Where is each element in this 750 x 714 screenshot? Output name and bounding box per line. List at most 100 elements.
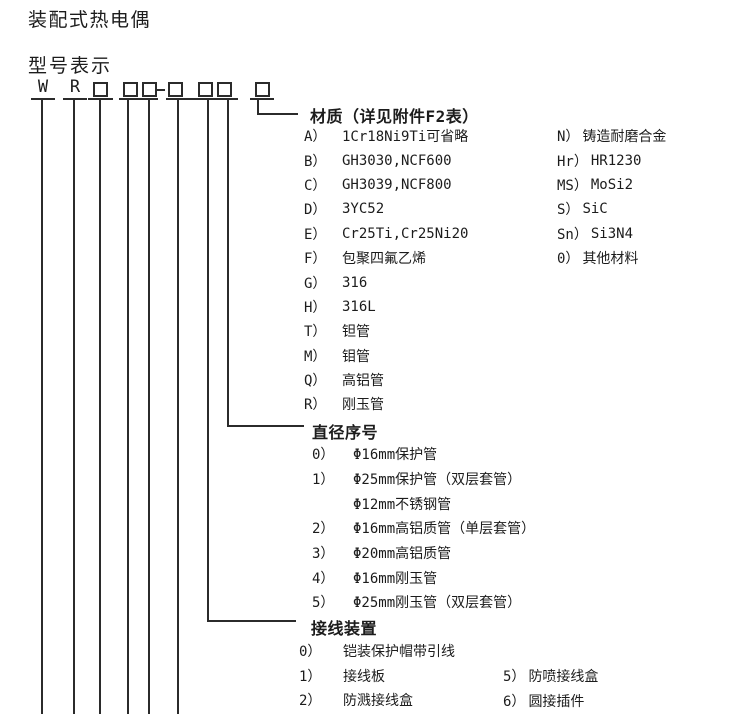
item-code: Q） [304,373,327,390]
list-item: 0）铠装保护帽带引线 [299,639,455,664]
list-item: S）SiC [557,197,666,221]
item-code: Hr） [557,153,588,170]
list-item: Hr）HR1230 [557,148,666,172]
item-value: Φ16mm保护管 [353,447,438,464]
model-box [168,82,183,97]
connector-line-material-horizontal [257,113,298,115]
item-value: 刚玉管 [342,397,384,414]
item-value: Φ25mm刚玉管（双层套管） [353,595,522,612]
item-value: 包聚四氟乙烯 [342,251,426,268]
item-code: 0） [299,644,322,661]
doc-title: 装配式热电偶 [28,9,152,31]
item-value: 3YC52 [342,201,385,218]
list-item: C） GH3039,NCF800 [304,173,468,197]
material-left-list: A） 1Cr18Ni9Ti可省略 B） GH3030,NCF600 C） GH3039… [304,124,468,417]
item-code: Sn） [557,226,588,243]
item-value: 铸造耐磨合金 [582,129,667,146]
leader-line-5 [148,99,150,714]
item-code: 0） [312,447,335,464]
list-item: G）316 [304,270,468,294]
item-code: 4） [312,570,335,587]
item-code: F） [304,251,327,268]
item-value: Φ16mm刚玉管 [353,570,438,587]
item-code: C） [304,177,327,194]
item-value: MoSi2 [590,176,634,193]
connector-line-diameter [227,99,229,427]
item-value: HR1230 [590,152,642,169]
model-letter-w: W [31,77,55,100]
item-code: D） [304,202,327,219]
list-item: Φ12mm不锈钢管 [312,491,535,516]
item-value: 其他材料 [582,251,639,268]
item-code: 2） [312,521,335,538]
list-item: 0） Φ16mm保护管 [312,442,535,467]
connector-line-diameter-horizontal [227,425,304,427]
item-code: E） [304,226,327,243]
diameter-list: 0） Φ16mm保护管 1）Φ25mm保护管（双层套管） Φ12mm不锈钢管 2）… [312,442,535,615]
item-code: MS） [557,177,588,194]
list-item: 2） Φ16mm高铝质管（单层套管） [312,516,535,541]
list-item: 5） Φ25mm刚玉管（双层套管） [312,590,535,615]
model-box [217,82,232,97]
item-code: S） [557,202,580,219]
item-value: 钽管 [342,324,370,341]
item-value: Φ20mm高铝质管 [353,546,452,563]
list-item: 1）Φ25mm保护管（双层套管） [312,467,535,492]
item-value: 316 [342,274,368,291]
model-box [123,82,138,97]
model-box-group-element [119,77,158,100]
item-code: A） [304,129,327,146]
item-code: 6） [503,693,526,710]
item-value: Φ12mm不锈钢管 [353,496,452,513]
item-value: Si3N4 [590,225,634,242]
list-item: 5）防喷接线盒 [503,664,598,689]
material-right-list: N）铸造耐磨合金 Hr）HR1230 MS）MoSi2 S）SiC Sn）Si3… [557,124,666,270]
connector-line-wiring [207,99,209,622]
item-code: R） [304,397,327,414]
item-code: 0） [557,251,580,268]
list-item: 4） Φ16mm刚玉管 [312,565,535,590]
list-item: T） 钽管 [304,319,468,343]
connector-line-material [257,99,259,115]
item-value: GH3030,NCF600 [342,152,452,169]
item-value: 钼管 [342,348,370,365]
model-dash [156,89,165,91]
item-value: 防喷接线盒 [528,669,599,686]
list-item: B） GH3030,NCF600 [304,148,468,172]
leader-line-2 [73,99,75,714]
leader-line-4 [127,99,129,714]
list-item: MS）MoSi2 [557,173,666,197]
model-box [142,82,157,97]
item-value: 圆接插件 [528,693,585,710]
wiring-right-list: 5）防喷接线盒 6）圆接插件 [503,664,598,713]
item-value: 高铝管 [342,373,384,390]
item-code: B） [304,153,327,170]
wiring-header: 接线装置 [311,619,378,638]
list-item: Sn）Si3N4 [557,222,666,246]
model-letter-r: R [63,77,87,100]
list-item: M） 钼管 [304,344,468,368]
list-item: R） 刚玉管 [304,392,468,416]
item-code: 5） [503,669,526,686]
connector-line-wiring-horizontal [207,620,296,622]
item-value: 防溅接线盒 [343,693,413,710]
item-value: Φ16mm高铝质管（单层套管） [353,521,536,538]
list-item: D） 3YC52 [304,197,468,221]
item-code: 3） [312,546,335,563]
item-code: N） [557,129,580,146]
item-code: T） [304,324,327,341]
item-code: M） [304,348,327,365]
diameter-header: 直径序号 [312,423,379,442]
item-value: GH3039,NCF800 [342,176,452,193]
item-code: 5） [312,595,335,612]
list-item: 1） 接线板 [299,664,455,689]
item-code: 1） [299,668,322,685]
item-value: 1Cr18Ni9Ti可省略 [342,129,469,146]
leader-line-6 [177,99,179,714]
list-item: 6）圆接插件 [503,689,598,714]
model-box [198,82,213,97]
list-item: 2）防溅接线盒 [299,688,455,713]
item-value: 接线板 [343,668,385,685]
item-code: 1） [312,472,335,489]
